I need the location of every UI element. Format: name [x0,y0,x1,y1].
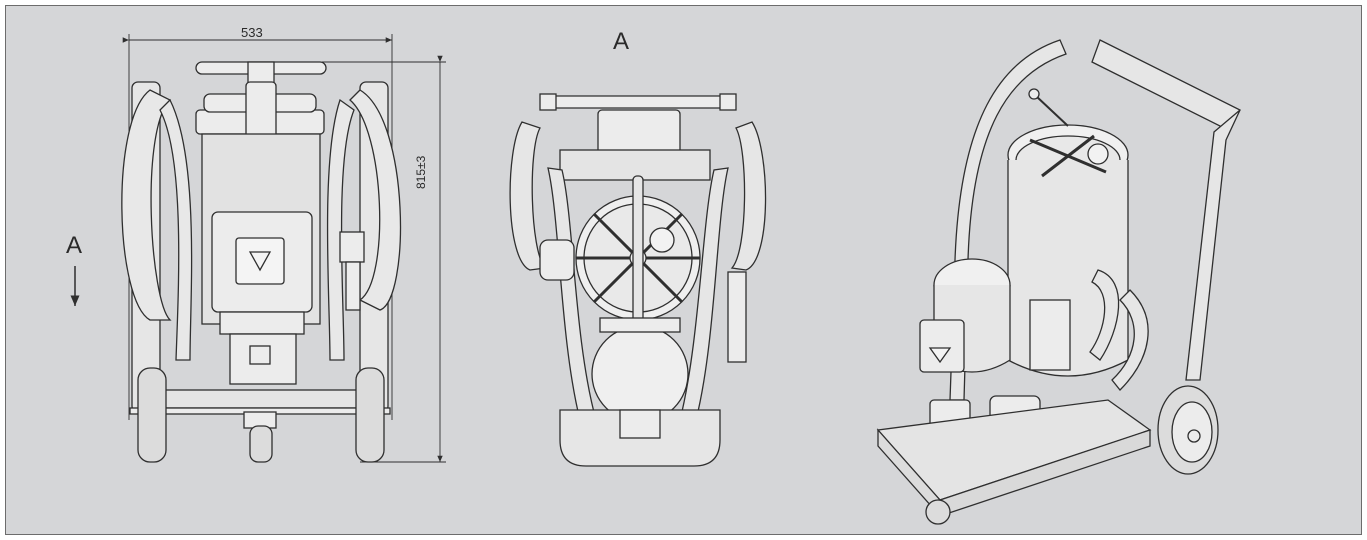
view-direction-label: A [66,232,83,259]
isometric-view [876,39,1241,525]
height-dimension-label: 815±3 [414,155,428,189]
front-view [121,34,446,463]
side-view-a [509,93,767,467]
width-dimension-label: 533 [241,25,263,40]
side-view-title: A [613,28,630,55]
